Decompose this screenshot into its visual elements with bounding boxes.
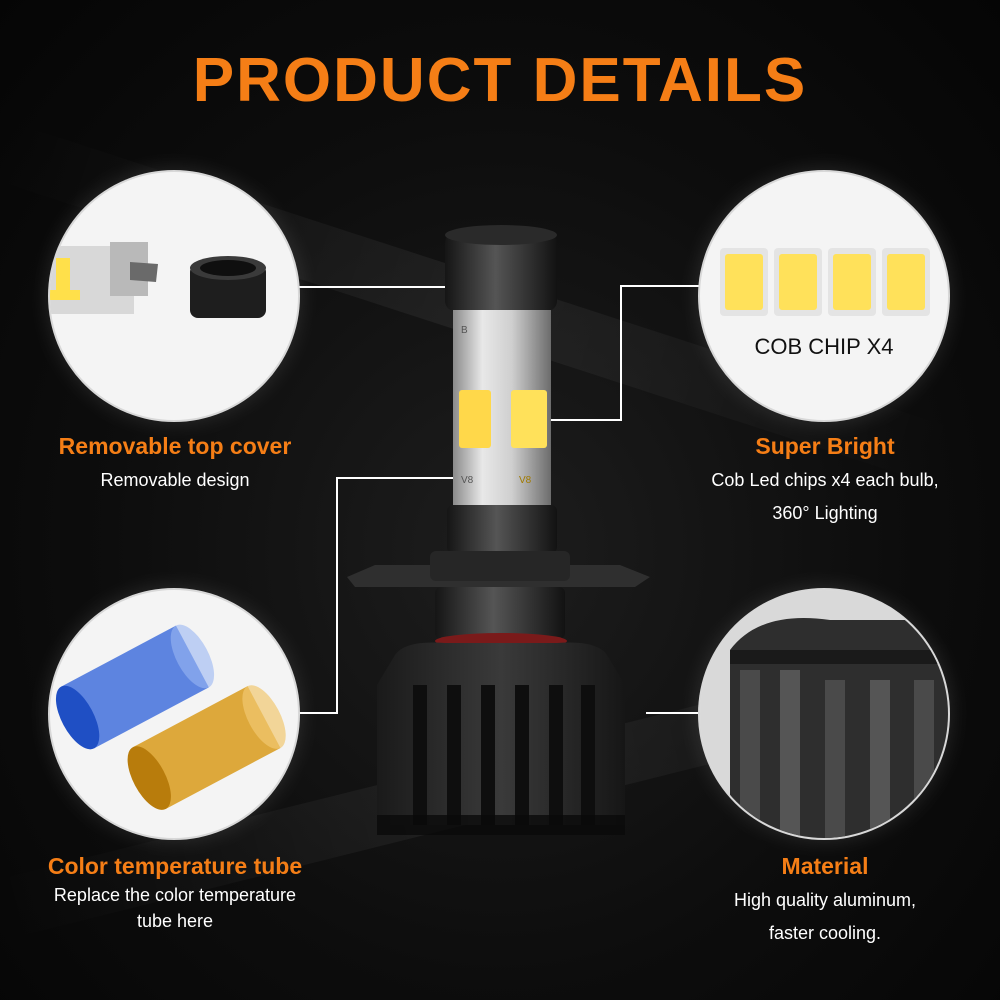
connector-line	[336, 477, 338, 714]
connector-line	[336, 477, 456, 479]
cob-chip-icon	[720, 248, 930, 316]
feature-bottom-left: Color temperature tube Replace the color…	[10, 853, 340, 934]
feature-desc: High quality aluminum,	[733, 890, 917, 910]
color-tube-icon	[55, 624, 286, 810]
connector-line	[620, 285, 622, 421]
led-bulb-photo: B V8 V8	[347, 225, 650, 835]
heatsink-icon	[700, 590, 948, 838]
connector-line	[298, 712, 336, 714]
feature-desc: tube here	[136, 911, 214, 931]
feature-desc: faster cooling.	[768, 923, 882, 943]
feature-title: Super Bright	[755, 433, 895, 459]
feature-title: Material	[781, 853, 869, 879]
feature-top-right: Super Bright Cob Led chips x4 each bulb,…	[670, 433, 980, 530]
feature-desc: Cob Led chips x4 each bulb,	[711, 470, 939, 490]
connector-line	[298, 286, 458, 288]
feature-title: Removable top cover	[58, 433, 292, 459]
feature-bottom-right: Material High quality aluminum, faster c…	[670, 853, 980, 950]
aluminum-heatsink-photo	[700, 590, 948, 838]
connector-line	[548, 419, 622, 421]
bulb-marking-b: B	[461, 325, 468, 336]
removable-cover-icon	[50, 242, 266, 318]
feature-top-left: Removable top cover Removable design	[20, 433, 330, 497]
connector-line	[620, 285, 700, 287]
removable-cover-photo	[50, 172, 298, 420]
cob-chip-label: COB CHIP X4	[754, 334, 894, 359]
bulb-marking-v8: V8	[519, 475, 532, 486]
feature-desc: 360° Lighting	[772, 503, 878, 523]
cob-chip-photo: COB CHIP X4	[700, 172, 948, 420]
page-title: PRODUCT DETAILS	[192, 46, 808, 115]
connector-line	[646, 712, 700, 714]
feature-desc: Replace the color temperature	[53, 885, 297, 905]
feature-desc: Removable design	[100, 470, 250, 490]
bulb-marking-v8: V8	[461, 475, 474, 486]
feature-title: Color temperature tube	[47, 853, 303, 879]
color-tube-photo	[50, 590, 298, 838]
